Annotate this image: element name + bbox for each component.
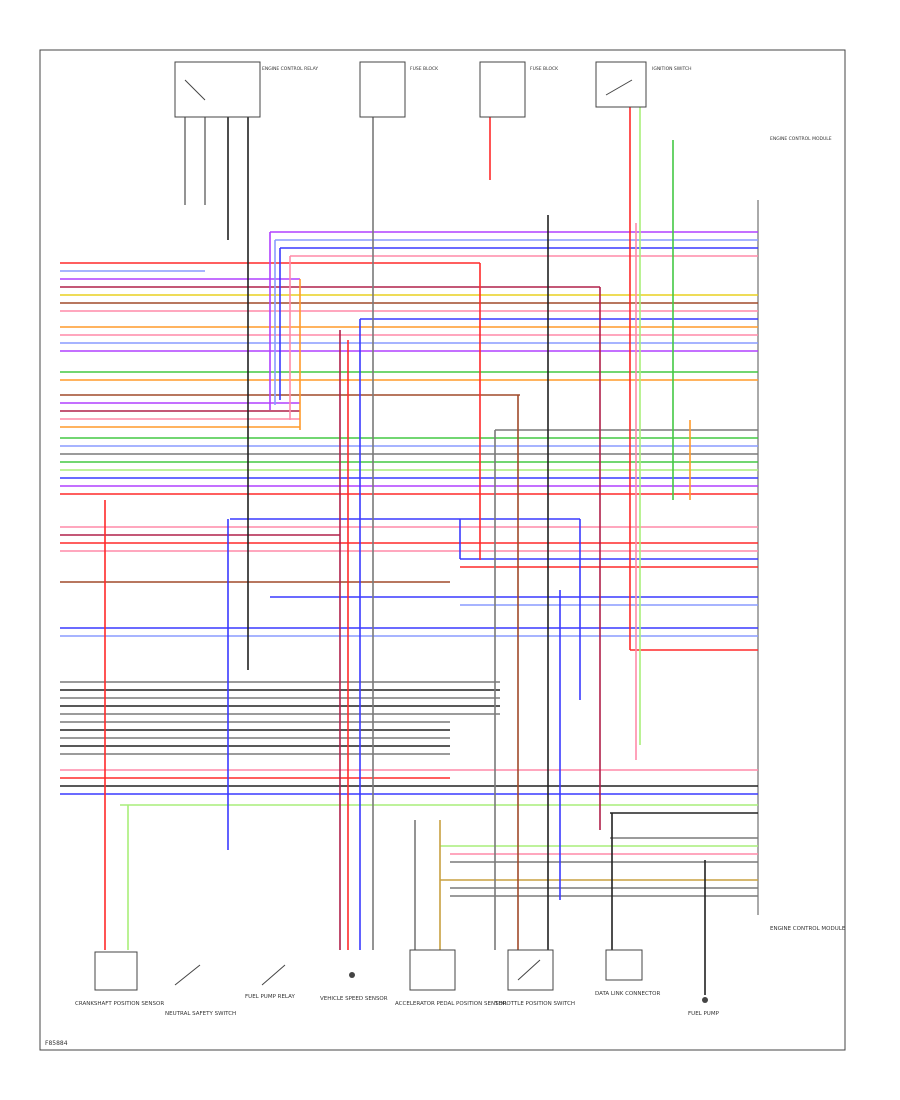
bottom-component-2: NEUTRAL SAFETY SWITCH [165, 964, 236, 1017]
top-component-2-label: FUSE BLOCK [410, 66, 439, 72]
wire-harness [60, 231, 758, 897]
bottom-component-3-caption: FUEL PUMP RELAY [245, 994, 295, 1000]
bottom-component-6-caption: THROTTLE POSITION SWITCH [494, 1001, 575, 1007]
bottom-component-1-caption: CRANKSHAFT POSITION SENSOR [75, 1001, 164, 1007]
top-component-4-label: IGNITION SWITCH [652, 66, 692, 72]
bottom-component-8: FUEL PUMP [688, 997, 720, 1017]
bottom-component-1: CRANKSHAFT POSITION SENSOR [75, 951, 164, 1007]
top-component-2: FUSE BLOCK [359, 61, 439, 118]
bottom-component-8-caption: FUEL PUMP [688, 1011, 720, 1017]
top-component-3: FUSE BLOCK [479, 61, 559, 118]
bottom-components: CRANKSHAFT POSITION SENSOR NEUTRAL SAFET… [75, 949, 720, 1017]
bottom-component-7: DATA LINK CONNECTOR [595, 949, 660, 997]
top-component-3-label: FUSE BLOCK [530, 66, 559, 72]
bottom-component-4: VEHICLE SPEED SENSOR [320, 972, 388, 1002]
top-right-caption: ENGINE CONTROL MODULE [770, 136, 832, 142]
bottom-component-5-caption: ACCELERATOR PEDAL POSITION SENSOR [395, 1001, 507, 1007]
ecm-caption: ENGINE CONTROL MODULE [770, 926, 846, 932]
bottom-component-4-caption: VEHICLE SPEED SENSOR [320, 996, 388, 1002]
bottom-component-6: THROTTLE POSITION SWITCH [494, 949, 575, 1007]
top-component-1: ENGINE CONTROL RELAY [174, 61, 318, 118]
top-component-4: IGNITION SWITCH [595, 61, 692, 108]
bottom-component-5: ACCELERATOR PEDAL POSITION SENSOR [395, 949, 507, 1007]
bottom-component-7-caption: DATA LINK CONNECTOR [595, 991, 660, 997]
bottom-component-2-caption: NEUTRAL SAFETY SWITCH [165, 1011, 236, 1017]
vertical-wire-runs [104, 70, 706, 995]
top-component-1-label: ENGINE CONTROL RELAY [262, 66, 318, 72]
bottom-component-3: FUEL PUMP RELAY [245, 964, 295, 1000]
page-code: F85884 [45, 1040, 68, 1047]
diagram-frame [39, 49, 846, 1051]
